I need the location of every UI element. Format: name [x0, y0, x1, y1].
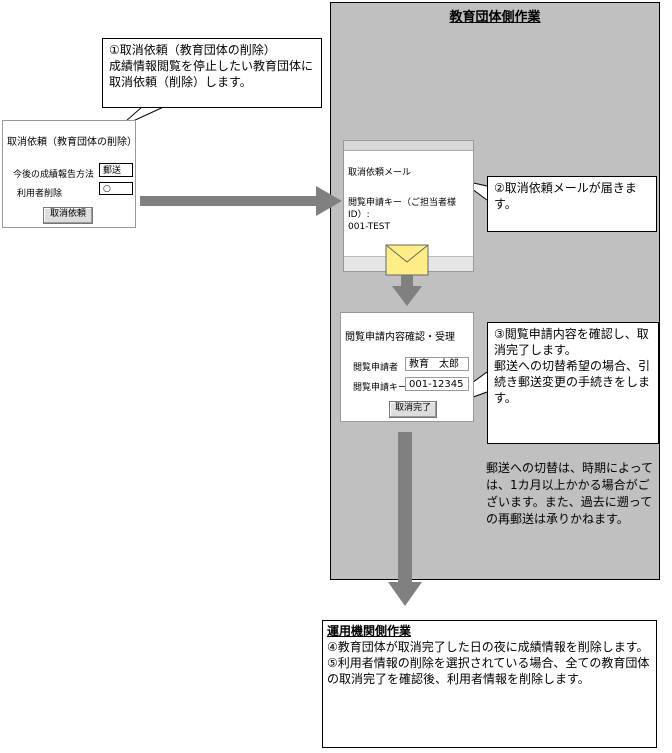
applicant-label: 閲覧申請者: [353, 363, 399, 373]
mail-key-label: 閲覧申請キー（ご担当者様ID）:: [348, 198, 457, 220]
user-delete-field[interactable]: ○: [99, 182, 133, 195]
education-org-panel-title: 教育団体側作業: [449, 10, 541, 25]
report-method-label: 今後の成績報告方法: [13, 170, 95, 180]
mail-key-value: 001-TEST: [348, 222, 390, 232]
callout-step2: ②取消依頼メールが届きます。: [487, 176, 657, 232]
envelope-icon: [385, 244, 429, 276]
applicant-field[interactable]: 教育 太郎: [405, 357, 469, 371]
report-method-field[interactable]: 郵送: [99, 163, 133, 177]
cancel-request-button[interactable]: 取消依頼: [43, 207, 93, 224]
arrow-to-mail: [140, 186, 342, 216]
arrow-to-ops: [388, 432, 422, 606]
application-key-label: 閲覧申請キー: [353, 383, 408, 393]
user-delete-label: 利用者削除: [17, 189, 63, 199]
mail-key: 閲覧申請キー（ご担当者様ID）: 001-TEST: [348, 197, 473, 233]
operations-step4: ④教育団体が取消完了した日の夜に成績情報を削除します。: [327, 640, 649, 654]
arrow-to-review: [392, 272, 422, 306]
callout-step1: ①取消依頼（教育団体の削除） 成績情報閲覧を停止したい教育団体に取消依頼（削除）…: [102, 38, 322, 108]
mail-subject: 取消依頼メール: [348, 168, 412, 178]
operations-step5: ⑤利用者情報の削除を選択されている場合、全ての教育団体の取消完了を確認後、利用者…: [327, 656, 650, 686]
postal-switch-note: 郵送への切替は、時期によっては、1カ月以上かかる場合がございます。また、過去に遡…: [486, 461, 654, 526]
education-org-panel: [330, 2, 660, 580]
application-key-field[interactable]: 001-12345: [405, 377, 469, 391]
application-review-form: 閲覧申請内容確認・受理 閲覧申請者 教育 太郎 閲覧申請キー 001-12345…: [340, 312, 474, 422]
cancel-complete-button[interactable]: 取消完了: [389, 401, 437, 418]
mail-titlebar: [344, 141, 473, 151]
review-form-title: 閲覧申請内容確認・受理: [345, 332, 455, 343]
cancel-request-form: 取消依頼（教育団体の削除） 今後の成績報告方法 郵送 利用者削除 ○ 取消依頼: [2, 120, 137, 228]
operations-org-box: 運用機関側作業 ④教育団体が取消完了した日の夜に成績情報を削除します。 ⑤利用者…: [322, 620, 657, 748]
cancel-form-title: 取消依頼（教育団体の削除）: [7, 137, 137, 148]
callout-step3: ③閲覧申請内容を確認し、取消完了します。 郵送への切替希望の場合、引続き郵送変更…: [487, 322, 659, 444]
operations-title: 運用機関側作業: [327, 624, 412, 638]
